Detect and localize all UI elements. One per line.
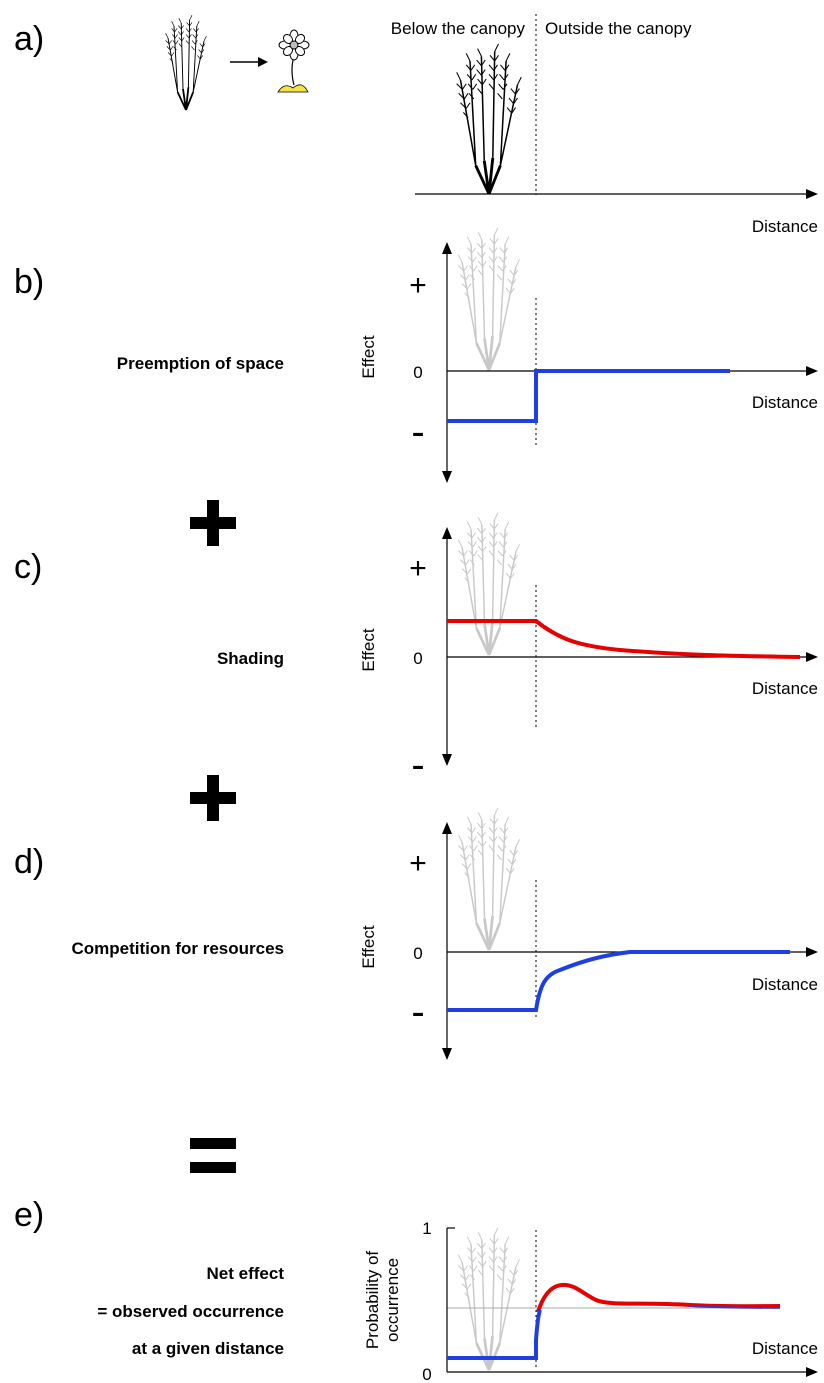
- zero-tick-c: 0: [413, 649, 422, 668]
- y-axis-label-e-line1: Probability of: [363, 1251, 382, 1350]
- x-axis-label-b: Distance: [752, 393, 818, 412]
- panel-label-a: a): [14, 20, 45, 58]
- x-axis-a: [415, 189, 818, 199]
- x-axis-label-e: Distance: [752, 1339, 818, 1358]
- equals-operator: [190, 1138, 236, 1176]
- ghost-shrub-d-icon: [457, 806, 521, 952]
- x-axis-label-d: Distance: [752, 975, 818, 994]
- panel-label-e: e): [14, 1196, 45, 1234]
- effect-curve-b: [447, 369, 730, 423]
- minus-tick-b: -: [411, 410, 424, 454]
- effect-curve-d: [447, 950, 790, 1012]
- y-axis-label-c: Effect: [359, 628, 378, 671]
- y-axis-d: [442, 822, 452, 1060]
- y-axis-b: [442, 242, 452, 483]
- y-axis-label-d: Effect: [359, 925, 378, 968]
- ghost-shrub-b-icon: [457, 226, 521, 372]
- plus-operator-1: [190, 500, 236, 546]
- plus-operator-2: [190, 775, 236, 821]
- net-curve-blue: [447, 1309, 542, 1360]
- x-axis-label-a: Distance: [752, 217, 818, 236]
- y-axis-c: [442, 527, 452, 766]
- ghost-shrub-e-icon: [457, 1226, 521, 1372]
- panel-label-b: b): [14, 263, 45, 301]
- title-shading: Shading: [216, 649, 284, 668]
- plus-tick-c: +: [409, 552, 427, 585]
- x-axis-e: [447, 1367, 818, 1377]
- y-axis-e: [446, 1227, 455, 1372]
- minus-tick-c: -: [411, 743, 424, 787]
- title-competition: Competition for resources: [71, 939, 284, 958]
- outside-canopy-label: Outside the canopy: [545, 19, 692, 38]
- plus-tick-b: +: [409, 269, 427, 302]
- title-preemption: Preemption of space: [116, 354, 284, 373]
- net-curve-red: [536, 1282, 781, 1313]
- minus-tick-d: -: [411, 990, 424, 1034]
- flower-icon: [277, 29, 310, 93]
- below-canopy-label: Below the canopy: [391, 19, 526, 38]
- net-curve-blue-tail: [689, 1305, 781, 1309]
- title-net-effect: Net effect: [206, 1264, 284, 1283]
- small-shrub-icon: [164, 14, 208, 111]
- ghost-shrub-c-icon: [457, 511, 521, 657]
- x-axis-label-c: Distance: [752, 679, 818, 698]
- zero-tick-d: 0: [413, 944, 422, 963]
- plus-tick-d: +: [409, 847, 427, 880]
- effect-curve-c: [447, 619, 801, 659]
- zero-tick-b: 0: [413, 363, 422, 382]
- y-tick-1-e: 1: [422, 1219, 431, 1238]
- y-axis-label-e-line2: occurrence: [383, 1258, 402, 1342]
- panel-label-c: c): [14, 548, 43, 586]
- title-observed-occurrence: = observed occurrence: [97, 1302, 284, 1321]
- y-tick-0-e: 0: [422, 1365, 431, 1383]
- shrub-a-icon: [455, 42, 523, 196]
- y-axis-label-b: Effect: [359, 335, 378, 378]
- title-given-distance: at a given distance: [131, 1339, 284, 1358]
- panel-label-d: d): [14, 843, 45, 881]
- arrow-icon: [230, 57, 268, 67]
